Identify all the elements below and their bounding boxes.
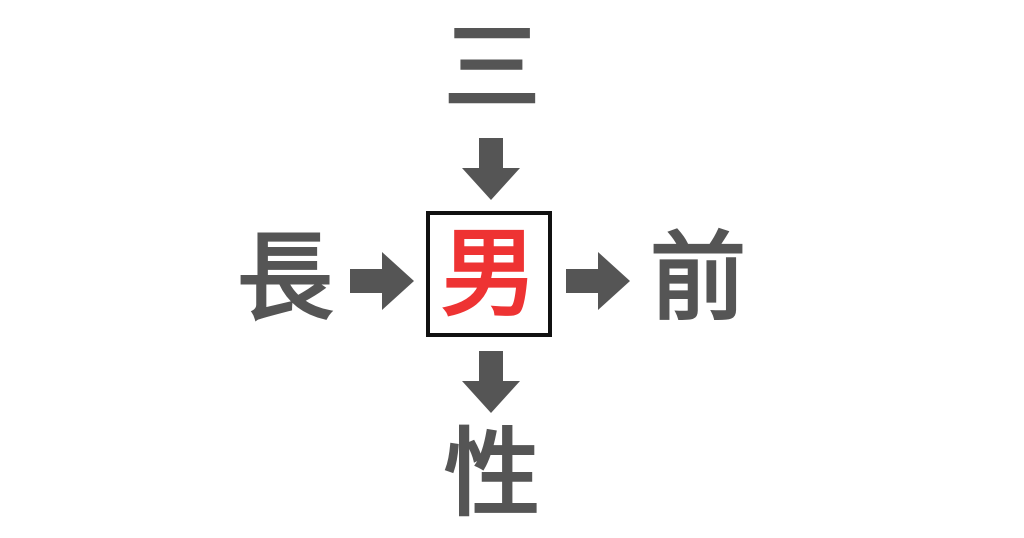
center-answer-box: 男 (426, 211, 552, 337)
kanji-left: 長 (237, 222, 333, 334)
kanji-center: 男 (441, 218, 537, 330)
arrow-down-icon (462, 138, 520, 200)
arrow-right-icon (350, 252, 414, 310)
kanji-right: 前 (650, 222, 746, 334)
arrow-right-icon (566, 252, 630, 310)
arrow-down-icon (462, 351, 520, 413)
kanji-bottom: 性 (444, 418, 540, 530)
kanji-top: 三 (444, 12, 540, 124)
